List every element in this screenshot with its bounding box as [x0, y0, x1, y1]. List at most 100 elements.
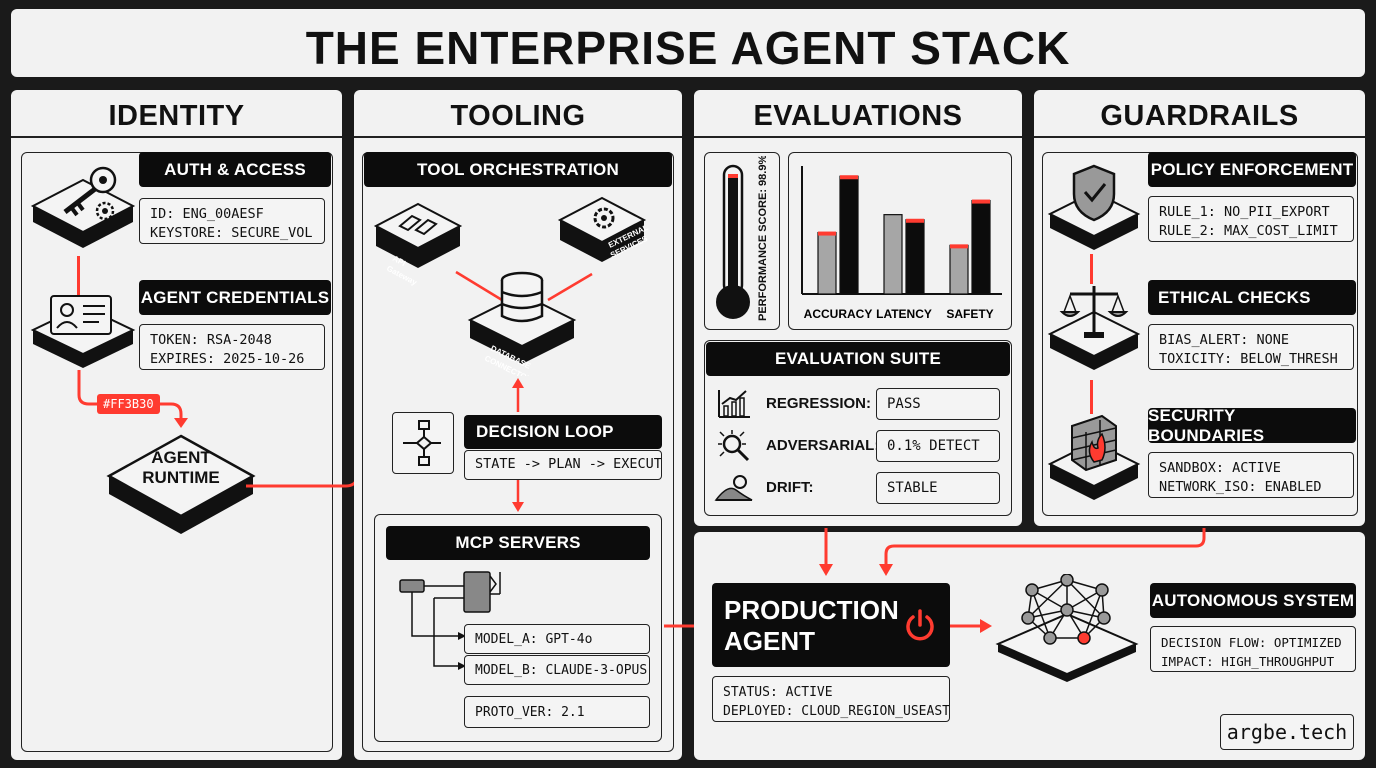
- ethics-bias: BIAS_ALERT: NONE: [1159, 332, 1290, 348]
- security-boundaries-header: SECURITY BOUNDARIES: [1148, 406, 1356, 445]
- svg-text:PERFORMANCE SCORE: 98.9%: PERFORMANCE SCORE: 98.9%: [757, 156, 769, 321]
- divider: [1034, 136, 1365, 138]
- connector-line: [1090, 254, 1093, 284]
- cred-expires: EXPIRES: 2025-10-26: [150, 351, 305, 367]
- regression-value: PASS: [876, 388, 1000, 420]
- production-title-line-2: AGENT: [724, 626, 815, 656]
- cred-token: TOKEN: RSA-2048: [150, 332, 272, 348]
- runtime-line-2: RUNTIME: [142, 468, 220, 487]
- bar-cap-safety-2: [972, 199, 990, 204]
- eval-guardrail-arrows: [819, 528, 1206, 576]
- regression-label: REGRESSION:: [766, 395, 872, 412]
- divider: [354, 136, 682, 138]
- loop-arrows: [512, 378, 524, 512]
- decision-loop-flow: STATE -> PLAN -> EXECUTE: [464, 450, 662, 480]
- performance-score-label: PERFORMANCE SCORE: 98.9%: [757, 156, 769, 321]
- auth-access-header: AUTH & ACCESS: [139, 152, 331, 187]
- bar-cap-accuracy-1: [818, 231, 836, 236]
- page-title: THE ENTERPRISE AGENT STACK: [305, 22, 1071, 74]
- production-status: STATUS: ACTIVE: [723, 685, 833, 700]
- auto-decision-flow: DECISION FLOW: OPTIMIZED: [1161, 635, 1342, 650]
- bar-latency-1: [883, 214, 903, 295]
- production-to-network-arrow: [950, 619, 992, 633]
- flowchart-icon: [392, 412, 454, 474]
- db-connector-lines: [455, 270, 593, 302]
- auth-info-box: ID: ENG_00AESF KEYSTORE: SECURE_VOL: [139, 198, 325, 244]
- divider: [11, 136, 342, 138]
- credentials-info-box: TOKEN: RSA-2048 EXPIRES: 2025-10-26: [139, 324, 325, 370]
- connector-line: [77, 256, 80, 296]
- adversarial-value: 0.1% DETECT: [876, 430, 1000, 462]
- auto-impact: IMPACT: HIGH_THROUGHPUT: [1161, 654, 1335, 669]
- bar-latency-2: [905, 219, 925, 295]
- bug-magnifier-icon: [718, 430, 750, 462]
- key-gear-icon: [30, 166, 136, 248]
- bar-safety-2: [971, 199, 991, 295]
- ethical-checks-header: ETHICAL CHECKS: [1148, 280, 1356, 315]
- identity-panel: IDENTITY AUTH & ACCESS ID: ENG_00AESF KE…: [11, 90, 342, 760]
- autonomous-info-box: DECISION FLOW: OPTIMIZED IMPACT: HIGH_TH…: [1150, 626, 1356, 672]
- brand-badge[interactable]: argbe.tech: [1220, 714, 1354, 750]
- model-b-box: MODEL_B: CLAUDE-3-OPUS: [464, 655, 650, 685]
- external-services-icon: EXTERNAL SERVICES: [557, 196, 650, 262]
- auth-id: ID: ENG_00AESF: [150, 206, 264, 222]
- identity-title: IDENTITY: [108, 100, 245, 132]
- guardrails-panel: GUARDRAILS POLICY ENFORCEMENT RULE_1: NO…: [1034, 90, 1365, 526]
- guardrails-title: GUARDRAILS: [1100, 100, 1299, 132]
- bar-cap-accuracy-2: [840, 175, 858, 180]
- api-gateway-icon: API Gateway: [373, 202, 463, 287]
- tick-label-safety: SAFETY: [946, 307, 993, 321]
- mountain-sun-icon: [714, 475, 753, 501]
- mcp-servers-header: MCP SERVERS: [386, 526, 650, 560]
- drift-label: DRIFT:: [766, 479, 814, 496]
- id-card-icon: [30, 295, 136, 368]
- decision-loop-header: DECISION LOOP: [464, 415, 662, 449]
- power-icon: [906, 609, 934, 641]
- shield-icon: [1047, 164, 1141, 250]
- divider: [694, 136, 1022, 138]
- tool-orchestration-header: TOOL ORCHESTRATION: [364, 152, 672, 187]
- tick-label-latency: LATENCY: [876, 307, 932, 321]
- firewall-icon: [1047, 414, 1141, 500]
- thermometer-icon: [716, 164, 750, 319]
- policy-rule-2: RULE_2: MAX_COST_LIMIT: [1159, 223, 1338, 239]
- production-agent-title: PRODUCTION AGENT: [724, 595, 899, 657]
- tooling-panel: TOOLING TOOL ORCHESTRATION API Gateway E…: [354, 90, 682, 760]
- production-title-line-1: PRODUCTION: [724, 595, 899, 625]
- security-sandbox: SANDBOX: ACTIVE: [1159, 460, 1281, 476]
- policy-rule-1: RULE_1: NO_PII_EXPORT: [1159, 204, 1330, 220]
- title-bar: THE ENTERPRISE AGENT STACK: [11, 9, 1365, 77]
- tooling-title: TOOLING: [450, 100, 586, 132]
- color-tag-badge: #FF3B30: [97, 394, 160, 414]
- autonomous-system-header: AUTONOMOUS SYSTEM: [1150, 583, 1356, 618]
- bar-cap-latency-2: [906, 218, 924, 223]
- evaluations-title: EVALUATIONS: [753, 100, 963, 132]
- security-network: NETWORK_ISO: ENABLED: [1159, 479, 1322, 495]
- trend-chart-icon: [718, 390, 750, 418]
- agent-runtime-block: [106, 434, 256, 534]
- agent-runtime-label: AGENT RUNTIME: [103, 448, 259, 488]
- mcp-tree-icon: [399, 571, 501, 670]
- bar-accuracy-1: [817, 231, 837, 295]
- tick-label-accuracy: ACCURACY: [804, 307, 873, 321]
- bar-cap-safety-1: [950, 244, 968, 249]
- policy-info-box: RULE_1: NO_PII_EXPORT RULE_2: MAX_COST_L…: [1148, 196, 1354, 242]
- bar-accuracy-2: [839, 175, 859, 295]
- agent-credentials-header: AGENT CREDENTIALS: [139, 280, 331, 315]
- model-a-box: MODEL_A: GPT-4o: [464, 624, 650, 654]
- auth-keystore: KEYSTORE: SECURE_VOL: [150, 225, 313, 241]
- drift-value: STABLE: [876, 472, 1000, 504]
- proto-version-box: PROTO_VER: 2.1: [464, 696, 650, 728]
- neural-network-icon: [995, 574, 1139, 682]
- production-status-box: STATUS: ACTIVE DEPLOYED: CLOUD_REGION_US…: [712, 676, 950, 722]
- policy-enforcement-header: POLICY ENFORCEMENT: [1148, 152, 1356, 187]
- ethics-toxicity: TOXICITY: BELOW_THRESH: [1159, 351, 1338, 367]
- bar-safety-1: [949, 244, 969, 295]
- evaluations-panel: EVALUATIONS PERFORMANCE SCORE: 98.9% ACC…: [694, 90, 1022, 526]
- security-info-box: SANDBOX: ACTIVE NETWORK_ISO: ENABLED: [1148, 452, 1354, 498]
- balance-scale-icon: [1047, 286, 1141, 370]
- production-deployed: DEPLOYED: CLOUD_REGION_USEAST: [723, 704, 950, 719]
- evaluation-suite-header: EVALUATION SUITE: [706, 342, 1010, 376]
- runtime-line-1: AGENT: [151, 448, 211, 467]
